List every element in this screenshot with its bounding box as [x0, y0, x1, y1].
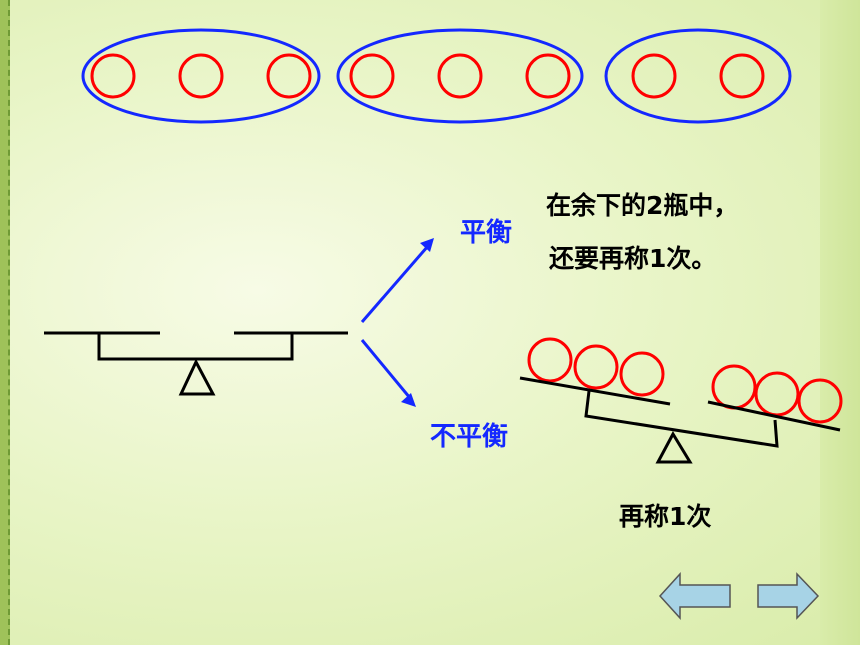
tilted-left-pan — [519, 376, 671, 406]
note-line-1: 在余下的2瓶中， — [546, 191, 739, 220]
fulcrum-triangle — [178, 358, 216, 396]
arrow-down-head — [401, 393, 416, 407]
pan-bottles — [527, 337, 843, 424]
next-slide-button[interactable] — [757, 572, 820, 620]
branch-arrows — [360, 238, 434, 407]
group-oval — [81, 28, 321, 124]
prev-slide-button[interactable] — [658, 572, 731, 620]
pan-bottle-circle — [527, 337, 573, 383]
group-oval — [604, 28, 792, 124]
pan-bottle-circle — [573, 344, 619, 390]
group-oval — [336, 28, 584, 124]
tilted-beam — [584, 390, 779, 448]
right-border — [820, 0, 860, 645]
arrow-up — [360, 245, 430, 323]
bottle-circle — [349, 53, 395, 99]
right-arrow-icon — [757, 572, 820, 620]
bottle-circle — [631, 53, 677, 99]
balance-scale-tilted — [519, 337, 843, 464]
pan-bottle-circle — [711, 364, 757, 410]
balanced-label: 平衡 — [460, 218, 513, 248]
weigh-again-label: 再称1次 — [619, 502, 712, 531]
bottle-groups — [81, 28, 792, 124]
unbalanced-label: 不平衡 — [430, 422, 509, 452]
left-arrow-icon — [658, 572, 731, 620]
tilted-right-pan — [707, 400, 841, 432]
scale-beam — [97, 334, 294, 361]
note-line-2: 还要再称1次。 — [549, 244, 717, 273]
arrow-up-head — [420, 238, 434, 252]
bottle-circle — [178, 53, 224, 99]
bottle-circle — [719, 53, 765, 99]
bottle-circle — [90, 53, 136, 99]
left-border — [0, 0, 10, 645]
tilted-fulcrum — [655, 430, 693, 464]
pan-bottle-circle — [619, 351, 665, 397]
bottle-circle — [437, 53, 483, 99]
pan-bottle-circle — [754, 371, 800, 417]
arrow-down — [360, 339, 412, 399]
pan-bottle-circle — [797, 378, 843, 424]
balance-scale-level — [44, 331, 348, 396]
bottle-circle — [525, 53, 571, 99]
bottle-circle — [266, 53, 312, 99]
